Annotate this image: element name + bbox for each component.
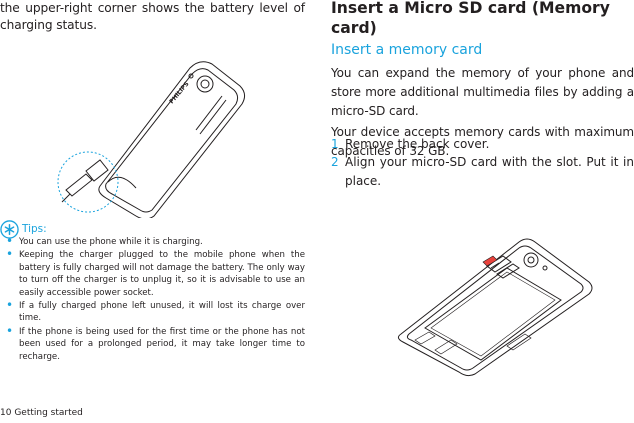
charging-status-text: the upper-right corner shows the battery… (0, 1, 305, 32)
tips-header: Tips: (0, 219, 47, 239)
capacity-paragraph: Your device accepts memory cards with ma… (331, 125, 634, 158)
memory-paragraph: You can expand the memory of your phone … (331, 66, 634, 118)
section-subtitle: Insert a memory card (331, 42, 483, 58)
page-footer: 10 Getting started (0, 408, 83, 418)
phone-charging-illustration: PHILIPS (57, 61, 246, 218)
tips-list: •You can use the phone while it is charg… (6, 234, 305, 364)
bullet-icon: • (6, 298, 14, 313)
tip-item: •If the phone is being used for the firs… (6, 323, 305, 362)
bullet-icon: • (6, 247, 14, 262)
tips-icon (0, 219, 19, 239)
section-title: Insert a Micro SD card (Memory card) (331, 0, 610, 37)
bullet-icon: • (6, 234, 14, 248)
phone-open-illustration (397, 238, 593, 377)
tip-item: •If a fully charged phone left unused, i… (6, 298, 305, 324)
tips-title: Tips: (22, 223, 47, 235)
tip-item: •Keeping the charger plugged to the mobi… (6, 247, 305, 298)
tip-item: •You can use the phone while it is charg… (6, 234, 203, 248)
bullet-icon: • (6, 323, 14, 338)
